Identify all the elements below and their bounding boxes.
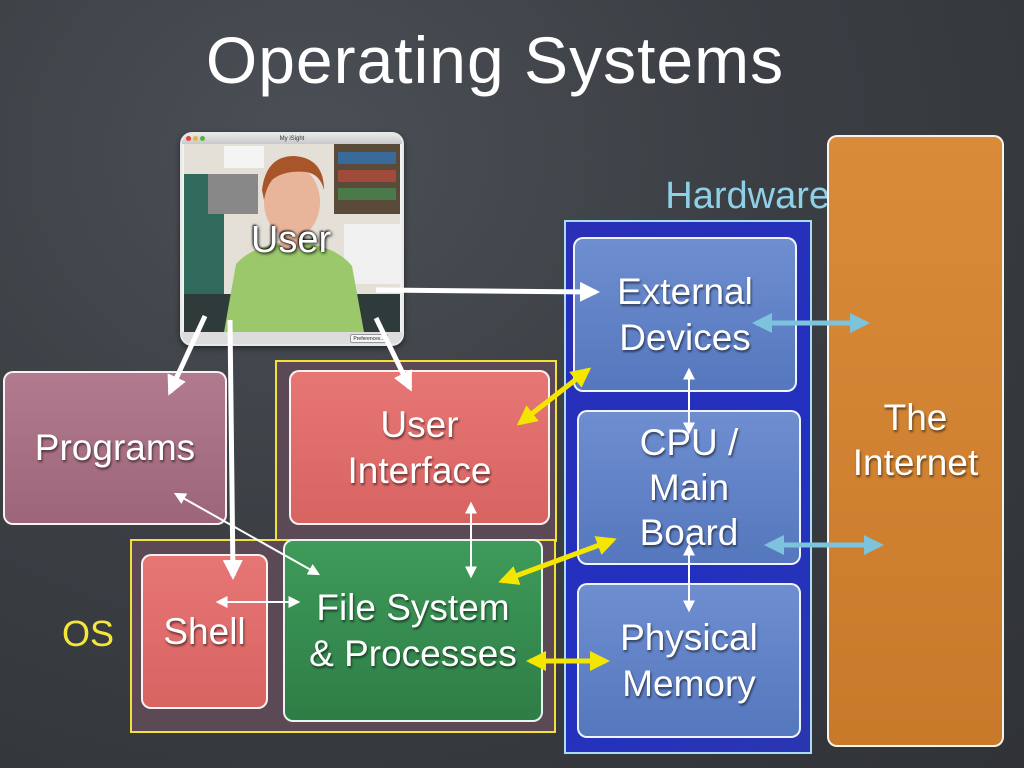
user-interface-box: User Interface — [289, 370, 550, 525]
webcam-titlebar: My iSight — [182, 134, 402, 144]
shell-label: Shell — [163, 610, 246, 652]
user-webcam-window: My iSight Preferences... — [180, 132, 404, 346]
close-window-icon — [186, 136, 191, 141]
arrow-user-interface-external-devices — [516, 367, 592, 426]
arrow-programs-file-system — [173, 492, 321, 576]
slide-title: Operating Systems — [205, 23, 785, 97]
shell-box: Shell — [141, 554, 268, 709]
webcam-statusbar — [182, 332, 402, 344]
internet-box: The Internet — [827, 135, 1004, 747]
programs-label: Programs — [34, 427, 196, 469]
physical-memory-label: Physical Memory — [620, 617, 758, 704]
user-photo-illustration — [184, 144, 400, 332]
arrow-user-to-shell — [222, 319, 243, 580]
arrow-user-to-external-devices — [375, 281, 600, 302]
internet-label: The Internet — [852, 397, 979, 484]
file-system-processes-label: File System & Processes — [309, 587, 517, 674]
arrow-user-to-user-interface — [373, 316, 413, 392]
minimize-window-icon — [193, 136, 198, 141]
zoom-window-icon — [200, 136, 205, 141]
user-interface-label: User Interface — [347, 404, 492, 491]
user-label: User — [250, 218, 332, 261]
arrow-user-to-programs — [167, 314, 208, 396]
programs-box: Programs — [3, 371, 227, 525]
user-photo — [184, 144, 400, 332]
external-devices-label: External Devices — [617, 271, 753, 358]
hardware-group-label: Hardware — [665, 174, 830, 217]
os-group-label: OS — [62, 613, 115, 655]
physical-memory-box: Physical Memory — [577, 583, 801, 738]
arrow-file-system-cpu — [498, 536, 617, 585]
